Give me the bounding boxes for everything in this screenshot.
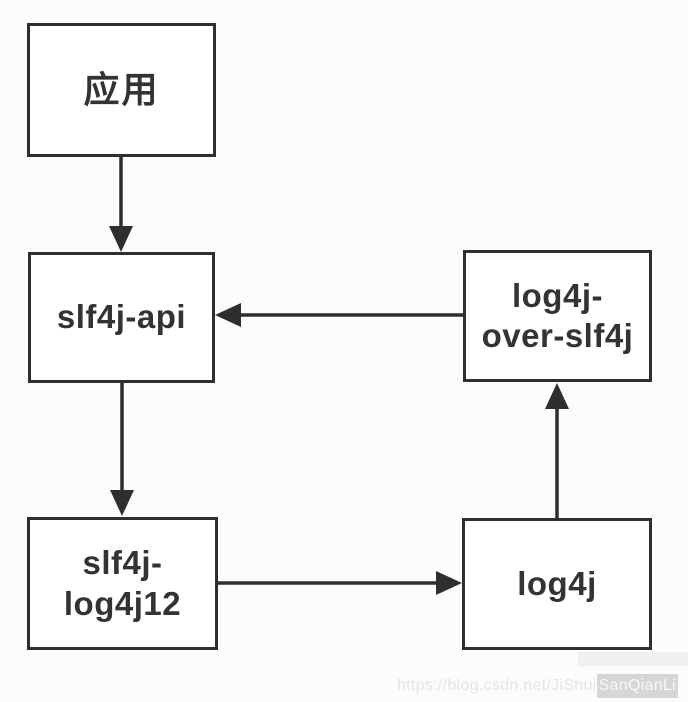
node-app-label: 应用 — [83, 69, 160, 111]
arrow-slf4j-log4j12-to-log4j — [218, 571, 462, 595]
node-slf4j-api: slf4j-api — [28, 252, 215, 383]
node-log4j: log4j — [462, 518, 652, 650]
watermark-url-text: https://blog.csdn.net/JiShui — [396, 677, 597, 694]
node-slf4j-log4j12: slf4j- log4j12 — [27, 517, 218, 650]
node-slf4j-api-label: slf4j-api — [56, 298, 187, 336]
node-app: 应用 — [27, 23, 216, 157]
arrow-log4j-over-slf4j-to-slf4j-api — [215, 303, 463, 327]
watermark-highlight-text: SanQianLi — [596, 674, 678, 698]
arrow-slf4j-api-to-slf4j-log4j12 — [110, 383, 134, 516]
node-slf4j-log4j12-label: slf4j- log4j12 — [63, 544, 182, 622]
node-log4j-label: log4j — [517, 564, 597, 602]
arrow-log4j-to-log4j-over-slf4j — [545, 383, 569, 518]
watermark-ghost-block — [578, 652, 688, 666]
arrow-app-to-slf4j-api — [109, 157, 133, 252]
node-log4j-over-slf4j: log4j- over-slf4j — [463, 250, 652, 382]
node-log4j-over-slf4j-label: log4j- over-slf4j — [481, 276, 634, 354]
